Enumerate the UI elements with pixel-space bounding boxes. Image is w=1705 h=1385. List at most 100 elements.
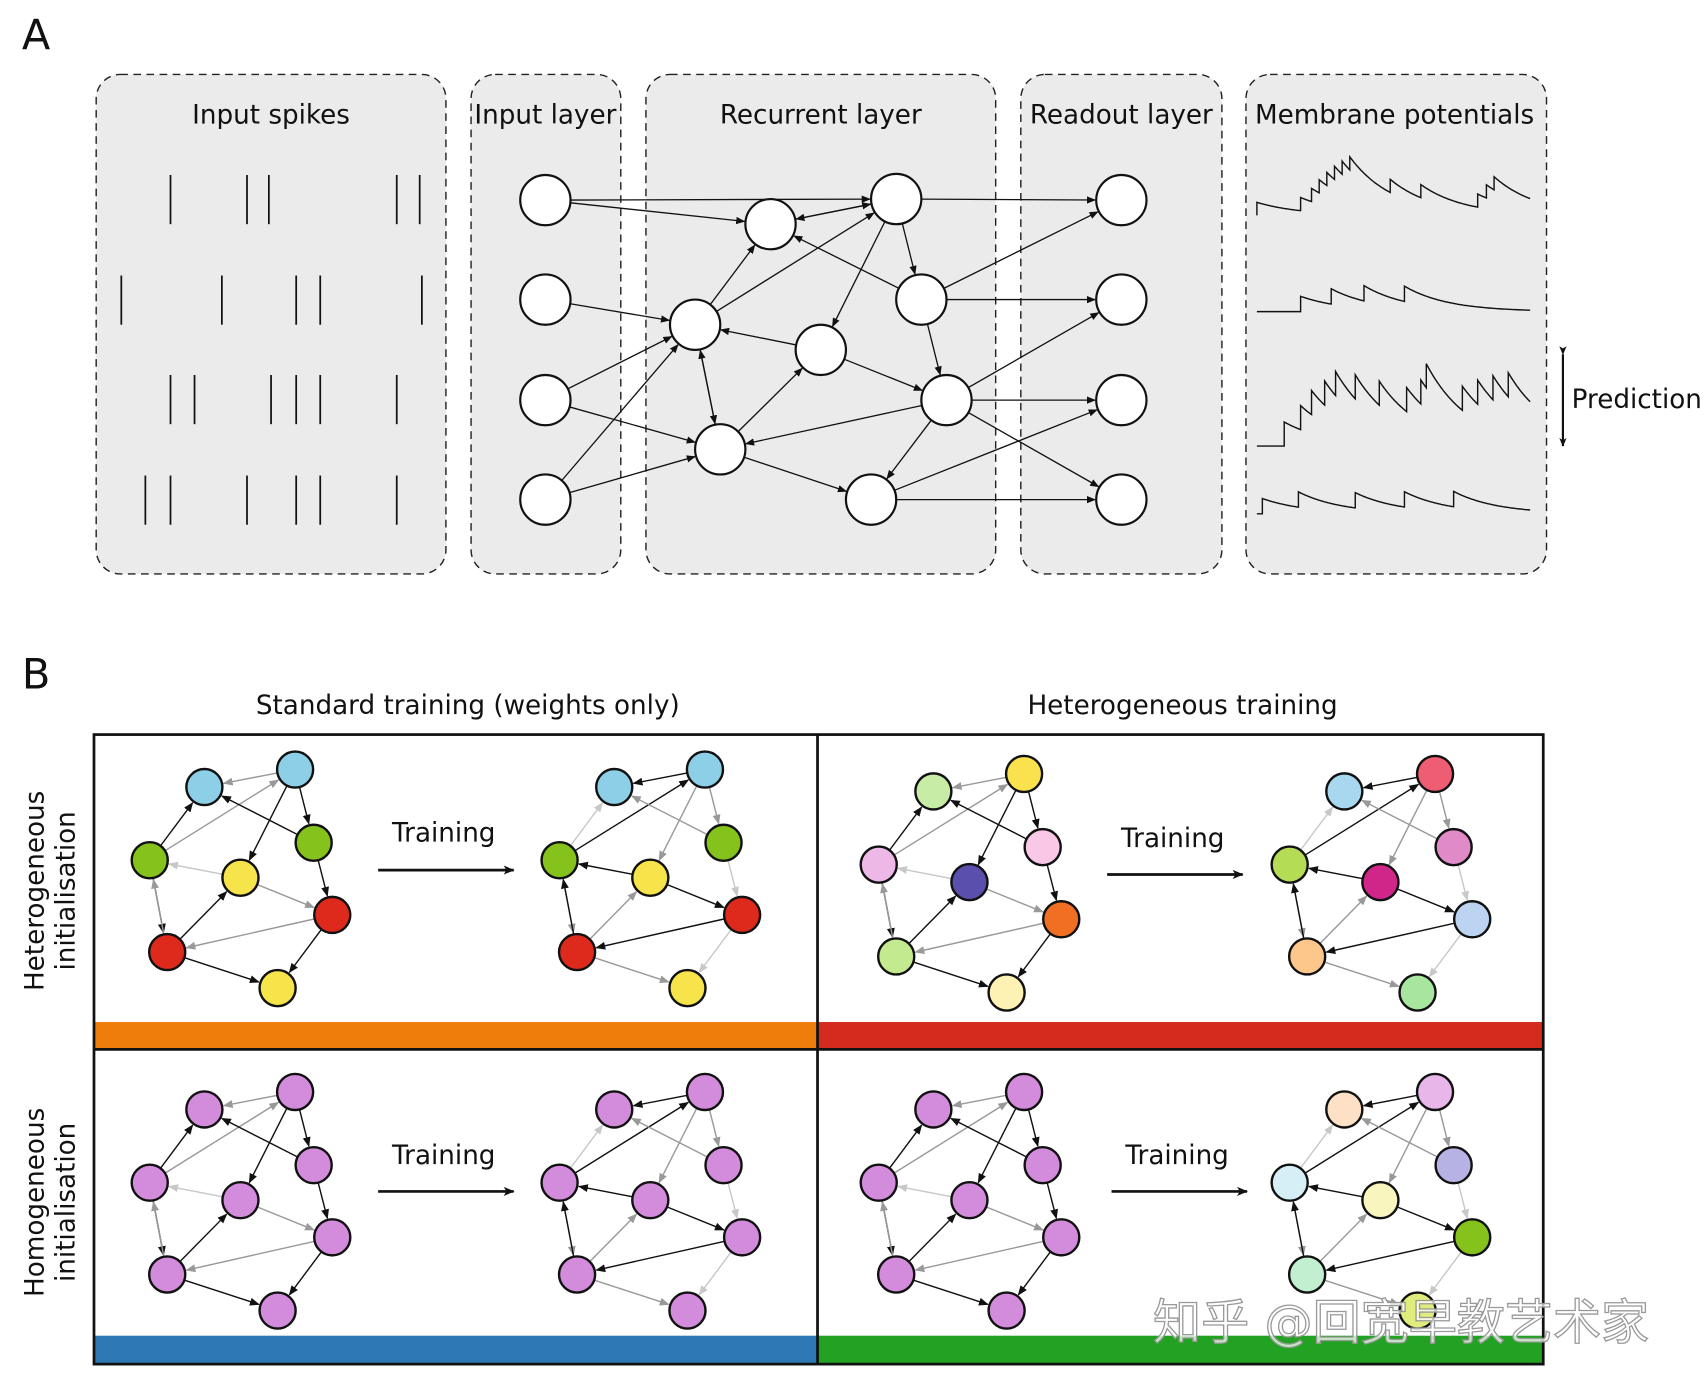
connection-arrow [897,866,952,880]
connection-arrow [248,785,288,862]
neuron-node [221,1180,260,1220]
neuron-node [185,767,224,807]
neuron-node [313,895,352,935]
connection-arrow [168,861,223,875]
connection-arrow [151,1201,165,1257]
connection-arrow [795,202,872,220]
connection-arrow [744,404,923,446]
connection-arrow [179,1213,228,1262]
network-het-standard-after [540,750,762,1008]
connection-arrow [831,221,886,328]
connection-arrow [574,779,690,852]
connection-arrow [165,1101,280,1174]
neuron-node [876,1255,916,1294]
connection-arrow [908,895,957,944]
connection-arrow [248,1108,288,1184]
title-membrane-potentials: Membrane potentials [1255,101,1534,131]
neuron-node [685,1072,725,1112]
connection-arrow [1388,1108,1428,1184]
neuron-node [914,772,953,811]
neuron-node [668,1291,707,1330]
neuron-node [685,750,725,789]
connection-arrow [1360,799,1438,840]
connection-arrow [570,802,604,846]
connection-arrow [667,884,725,909]
recurrent-neuron [744,197,797,251]
connection-arrow [1046,1183,1058,1220]
connection-arrow [894,783,1009,856]
connection-arrow [222,1094,277,1108]
readout-neuron [1095,273,1148,326]
connection-arrow [921,196,1097,204]
training-label: Training [1124,1141,1228,1171]
header-standard-training: Standard training (weights only) [256,691,680,721]
connection-arrow [727,860,739,897]
row-label-homogeneous-init: Homogeneous initialisation [21,1108,82,1297]
connection-arrow [184,1279,260,1306]
input-spikes-box [95,73,447,575]
connection-arrow [977,790,1017,866]
connection-arrow [709,244,756,306]
connection-arrow [1428,933,1462,978]
connection-arrow [894,1101,1009,1174]
input-neuron [519,273,572,326]
neuron-node [294,1145,333,1185]
connection-arrow [914,1240,1044,1273]
connection-arrow [880,1201,894,1257]
input-neuron [519,173,572,227]
connection-arrow [1362,1094,1417,1108]
connection-arrow [658,1108,698,1184]
recurrent-neuron [794,323,848,377]
row-label-line2: initialisation [51,1123,81,1282]
connection-arrow [570,1124,604,1169]
connection-arrow [1046,864,1058,902]
bar-het-hetero [817,1022,1544,1050]
network-het-hetero-after [1270,754,1492,1012]
neuron-node [1004,1072,1044,1112]
connection-arrow [1397,1206,1455,1231]
neuron-node [859,1163,898,1202]
neuron-node [595,1090,634,1129]
connection-arrow [986,1206,1044,1231]
connection-arrow [658,785,698,862]
panel-b-label: B [22,650,50,699]
connection-arrow [1308,1184,1363,1198]
row-label-heterogeneous-init: Heterogeneous initialisation [21,791,82,991]
connection-arrow [222,772,277,786]
neuron-node [1398,1291,1437,1330]
readout-neuron [1095,173,1148,227]
neuron-node [1004,754,1044,794]
neuron-node [221,858,260,897]
connection-arrow [594,1279,670,1306]
connection-arrow [1027,791,1040,830]
connection-arrow [567,335,673,390]
connection-arrow [160,802,194,846]
bar-hom-hetero [817,1335,1544,1364]
connection-arrow [632,1094,687,1108]
connection-arrow [1300,806,1334,851]
neuron-node [313,1218,352,1257]
recurrent-neuron [869,172,923,226]
connection-arrow [914,922,1044,955]
recurrent-neuron [920,373,973,427]
connection-arrow [968,411,1100,488]
neuron-node [1287,1255,1327,1294]
membrane-trace [1256,154,1531,216]
connection-arrow [570,303,671,323]
connection-arrow [793,235,900,289]
training-label: Training [391,1141,495,1171]
connection-arrow [908,1213,957,1262]
neuron-node [1434,827,1473,867]
connection-arrow [1325,922,1455,955]
neuron-node [1023,1145,1062,1185]
connection-arrow [632,772,687,786]
connection-arrow [1457,864,1469,902]
connection-arrow [1438,1109,1451,1148]
connection-arrow [886,419,932,480]
connection-arrow [1388,790,1428,866]
connection-arrow [595,1240,725,1273]
connection-arrow [986,888,1044,913]
connection-arrow [589,891,638,940]
neuron-node [557,1255,597,1294]
connection-arrow [977,1108,1017,1184]
